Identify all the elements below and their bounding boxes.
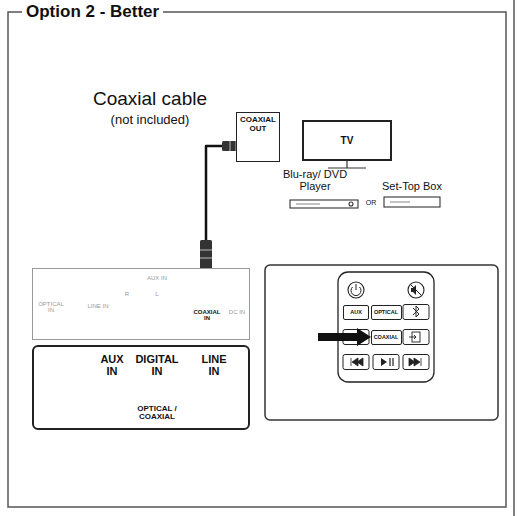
device-label: Blu-ray/ DVD Player (281, 168, 349, 192)
device-label: OR (360, 199, 382, 207)
node-text: DC IN (225, 309, 249, 315)
remote-button: AUX (343, 305, 369, 320)
panel-divider (513, 0, 515, 516)
panel-frame (8, 12, 506, 507)
node-text: LINE IN (196, 354, 232, 377)
node-text: COAXIAL IN (192, 309, 222, 322)
panel-title: Option 2 - Better (22, 2, 163, 22)
pointer-arrow (318, 328, 371, 346)
bluray-player (290, 200, 358, 208)
set-top-box (384, 197, 440, 207)
node-text: R (123, 291, 131, 297)
remote-button: OPTICAL (371, 305, 402, 320)
node-text: LINE IN (83, 303, 113, 309)
node-text: L (153, 291, 161, 297)
node-text: OPTICAL / COAXIAL (126, 405, 188, 422)
node-text: AUX IN (97, 354, 127, 377)
node-text: DIGITAL IN (133, 354, 181, 377)
node-text: COAXIAL (374, 334, 399, 340)
node-text: AUX IN (142, 275, 172, 281)
device-label: (not included) (80, 113, 220, 127)
rear-panel: OPTICAL IN LINE IN AUX IN R L COAXIAL INDC IN (32, 268, 250, 340)
front-panel: AUX IN DIGITAL IN LINE IN OPTICAL / COAXIAL (32, 345, 250, 430)
node-text: OPTICAL (374, 309, 398, 315)
device-label: Coaxial cable (80, 89, 220, 110)
remote-panel (265, 265, 498, 420)
tv-stand (328, 161, 366, 168)
device-label: Set-Top Box (376, 180, 448, 192)
jack-box: COAXIAL OUT (236, 112, 280, 162)
node-text: AUX (350, 309, 362, 315)
node-text: COAXIAL OUT (238, 116, 278, 134)
remote-button: COAXIAL (371, 330, 402, 345)
tv-screen: TV (302, 120, 392, 161)
node-text: OPTICAL IN (36, 301, 66, 314)
node-text: TV (341, 135, 354, 146)
remote-control (318, 272, 434, 382)
